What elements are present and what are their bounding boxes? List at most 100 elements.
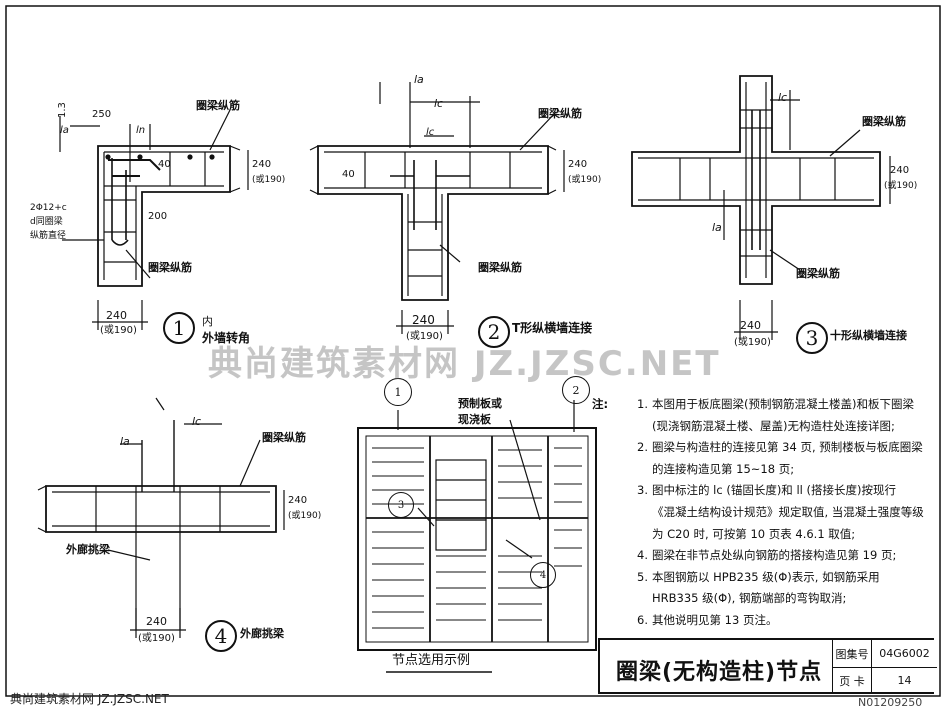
page-sub-text: 卡 — [853, 674, 865, 688]
note-line: 《混凝土结构设计规范》规定取值, 当混凝土强度等级 — [620, 502, 938, 524]
d2-bottom-240: 240 — [412, 313, 435, 327]
note-text: 圈梁在非节点处纵向钢筋的搭接构造见第 19 页; — [652, 548, 897, 563]
note-text: 的连接构造见第 15~18 页; — [652, 461, 795, 476]
title-block-grid: 图集号 04G6002 页 卡 14 — [832, 640, 937, 694]
note-text: (现浇钢筋混凝土楼、屋盖)无构造柱处连接详图; — [652, 418, 895, 433]
d1-note-2: d同圈梁 — [30, 217, 63, 227]
note-text: HRB335 级(Φ), 钢筋端部的弯钩取消; — [652, 591, 847, 606]
d3-caption: 十形纵横墙连接 — [830, 329, 907, 342]
plan-slab-label-2: 现浇板 — [458, 413, 491, 426]
d4-caption: 外廊挑梁 — [240, 627, 284, 640]
d3-bottom-alt: (或190) — [734, 337, 771, 348]
d1-note-1: 2Φ12+c — [30, 203, 67, 213]
watermark-bottom-left: 典尚建筑素材网 JZ.JZSC.NET — [10, 692, 169, 706]
d2-lc: lc — [434, 97, 444, 110]
d2-caption: T形纵横墙连接 — [512, 321, 593, 335]
detail-3-marker: 3 — [796, 322, 828, 354]
note-text: 圈梁与构造柱的连接见第 34 页, 预制楼板与板底圈梁 — [652, 440, 923, 455]
d2-dim-240: 240 — [568, 159, 588, 170]
d1-dim-240-alt: (或190) — [252, 175, 286, 185]
plan-tag-2: 2 — [562, 376, 590, 404]
title-block: 圈梁(无构造柱)节点 图集号 04G6002 页 卡 14 — [598, 638, 937, 694]
notes-block: 注: 1.本图用于板底圈梁(预制钢筋混凝土楼盖)和板下圈梁(现浇钢筋混凝土楼、屋… — [592, 394, 938, 632]
detail-4-marker: 4 — [205, 620, 237, 652]
note-text: 《混凝土结构设计规范》规定取值, 当混凝土强度等级 — [652, 504, 924, 519]
note-number: 2. — [637, 440, 648, 455]
d2-lc-2: lc — [426, 127, 435, 138]
note-text: 其他说明见第 13 页注。 — [652, 612, 778, 627]
detail-1-linework — [59, 109, 249, 330]
plan-tag-1: 1 — [384, 378, 412, 406]
note-number: 1. — [637, 397, 648, 411]
detail-1-number: 1 — [172, 316, 186, 340]
d3-dim-240-alt: (或190) — [884, 181, 918, 191]
d1-dim-250: 250 — [92, 109, 112, 120]
d4-dim-240: 240 — [288, 495, 308, 506]
d1-caption-prefix: 内 — [202, 315, 213, 328]
plan-linework — [357, 400, 597, 673]
d2-dim-240-alt: (或190) — [568, 175, 602, 185]
d4-bottom-240: 240 — [146, 615, 167, 628]
d4-lc: lc — [192, 415, 202, 428]
d4-la: la — [120, 435, 130, 448]
plan-tag-3-text: 3 — [397, 499, 405, 511]
d1-rebar-label: 圈梁纵筋 — [196, 99, 240, 112]
atlas-value: 04G6002 — [879, 647, 930, 660]
note-number: 4. — [637, 548, 648, 563]
d4-dim-240-alt: (或190) — [288, 511, 322, 521]
note-number — [620, 416, 652, 438]
note-text: 为 C20 时, 可按第 10 页表 4.6.1 取值; — [652, 526, 856, 541]
note-line: 6. 其他说明见第 13 页注。 — [620, 610, 938, 632]
d3-dim-240: 240 — [890, 165, 910, 176]
detail-3-linework — [631, 75, 891, 340]
d2-bottom-alt: (或190) — [406, 331, 443, 342]
note-number — [620, 524, 652, 546]
d3-lc: lc — [778, 91, 788, 104]
plan-caption: 节点选用示例 — [392, 653, 471, 668]
note-line: 的连接构造见第 15~18 页; — [620, 459, 938, 481]
notes-list: 1. 本图用于板底圈梁(预制钢筋混凝土楼盖)和板下圈梁 (现浇钢筋混凝土楼、屋盖)无… — [620, 394, 938, 632]
atlas-label: 图集号 — [833, 640, 872, 667]
note-number — [620, 502, 652, 524]
detail-1-marker: 1 — [163, 312, 195, 344]
watermark-bottom-right: N01209250 — [858, 696, 923, 709]
page-value: 14 — [897, 674, 912, 687]
d1-dim-1-3: 1.3 — [57, 102, 68, 118]
page-label: 页 卡 — [833, 667, 872, 694]
detail-4-linework — [37, 397, 285, 638]
d1-dim-200: 200 — [148, 211, 168, 222]
plan-tag-2-text: 2 — [572, 383, 580, 397]
note-number — [620, 588, 652, 610]
d3-rebar-label-2: 圈梁纵筋 — [796, 267, 840, 280]
d2-la: la — [414, 73, 424, 86]
d1-note-3: 纵筋直径 — [30, 231, 67, 241]
note-line: HRB335 级(Φ), 钢筋端部的弯钩取消; — [620, 588, 938, 610]
plan-tag-1-text: 1 — [394, 385, 402, 399]
d2-rebar-label: 圈梁纵筋 — [538, 107, 582, 120]
note-number: 6. — [637, 612, 648, 627]
d3-la: la — [712, 221, 722, 234]
detail-2-linework — [309, 82, 565, 334]
d4-bottom-alt: (或190) — [138, 633, 175, 644]
d1-bottom-240: 240 — [106, 309, 127, 322]
note-text: 图中标注的 lc (锚固长度)和 ll (搭接长度)按现行 — [652, 483, 896, 498]
d1-bottom-alt: (或190) — [100, 325, 137, 336]
note-text: 本图用于板底圈梁(预制钢筋混凝土楼盖)和板下圈梁 — [652, 397, 914, 411]
note-number — [620, 459, 652, 481]
note-line: 5.本图钢筋以 HPB235 级(Φ)表示, 如钢筋采用 — [620, 567, 938, 589]
atlas-row: 图集号 04G6002 — [833, 640, 937, 668]
plan-tag-4-text: 4 — [539, 569, 547, 581]
detail-3-number: 3 — [805, 326, 819, 350]
d1-dim-la: la — [60, 125, 69, 136]
d1-dim-ln: ln — [136, 125, 146, 136]
d3-bottom-240: 240 — [740, 319, 761, 332]
d2-dim-40: 40 — [342, 169, 355, 180]
note-line: 为 C20 时, 可按第 10 页表 4.6.1 取值; — [620, 524, 938, 546]
d3-rebar-label: 圈梁纵筋 — [862, 115, 906, 128]
plan-slab-label-1: 预制板或 — [458, 397, 502, 410]
d4-rebar-label: 圈梁纵筋 — [262, 431, 306, 444]
note-number: 5. — [637, 569, 648, 584]
d1-rebar-label-2: 圈梁纵筋 — [148, 261, 192, 274]
